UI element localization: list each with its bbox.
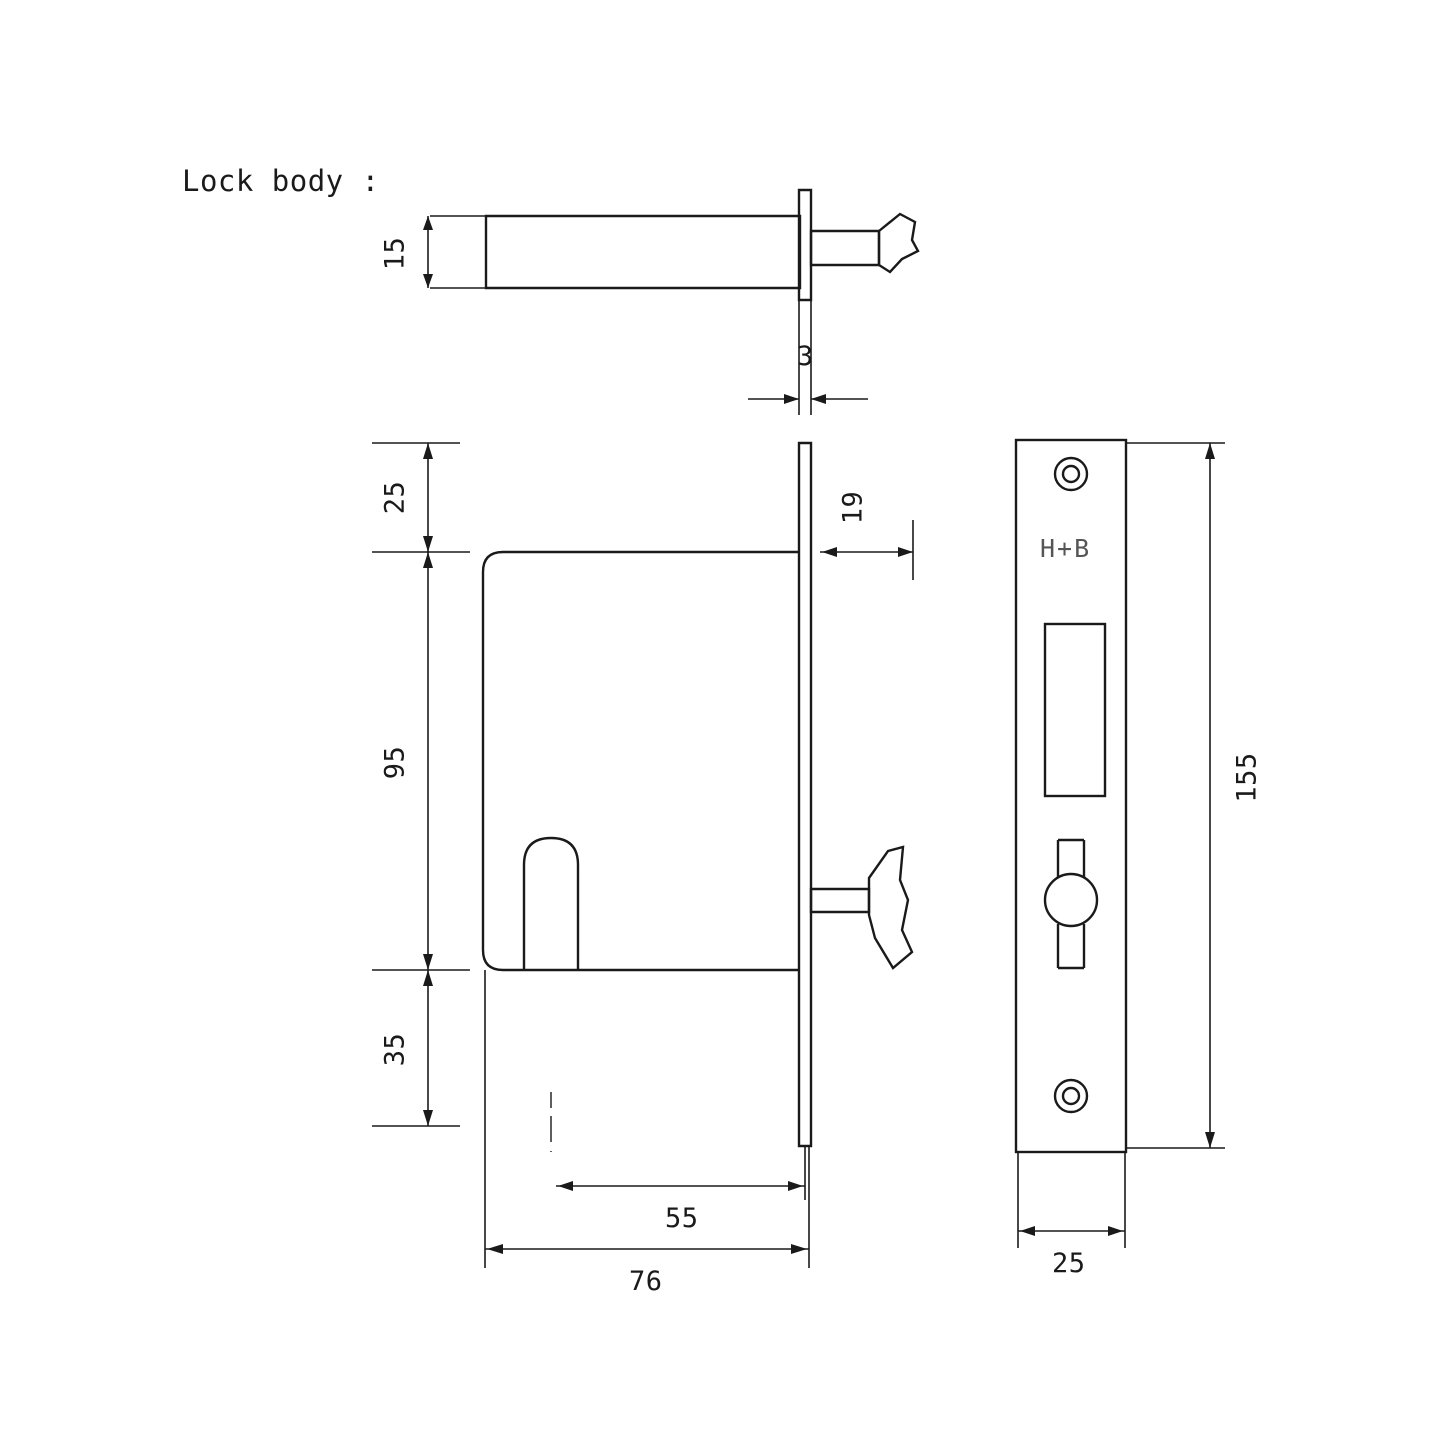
dimension-label-55: 55 bbox=[665, 1203, 699, 1234]
front-view-faceplate bbox=[1014, 438, 1128, 1154]
top-view-lock-body bbox=[484, 188, 920, 302]
dimension-19 bbox=[820, 520, 914, 580]
dimension-95 bbox=[423, 552, 433, 970]
side-view-lock-case bbox=[481, 441, 914, 1148]
dimension-3 bbox=[748, 300, 868, 415]
dimension-label-25-width: 25 bbox=[1052, 1248, 1086, 1279]
dimension-label-3: 3 bbox=[797, 341, 814, 372]
dimension-label-19: 19 bbox=[837, 490, 869, 525]
dimension-15 bbox=[423, 215, 486, 289]
dimension-label-155: 155 bbox=[1231, 752, 1263, 803]
dimension-25-top bbox=[372, 442, 470, 553]
dimension-label-35: 35 bbox=[379, 1032, 411, 1067]
brand-mark-label: H+B bbox=[1040, 534, 1092, 563]
dimension-25-width bbox=[1017, 1152, 1126, 1248]
drawing-title: Lock body : bbox=[182, 164, 380, 198]
dimension-label-95: 95 bbox=[379, 745, 411, 780]
dimension-label-76: 76 bbox=[629, 1266, 663, 1297]
dimension-155 bbox=[1126, 442, 1225, 1149]
dimension-label-25-top: 25 bbox=[379, 480, 411, 515]
dimension-35 bbox=[372, 969, 470, 1127]
dimension-label-15: 15 bbox=[379, 236, 411, 271]
dimension-55 bbox=[556, 1146, 806, 1200]
dimension-76 bbox=[484, 970, 810, 1268]
